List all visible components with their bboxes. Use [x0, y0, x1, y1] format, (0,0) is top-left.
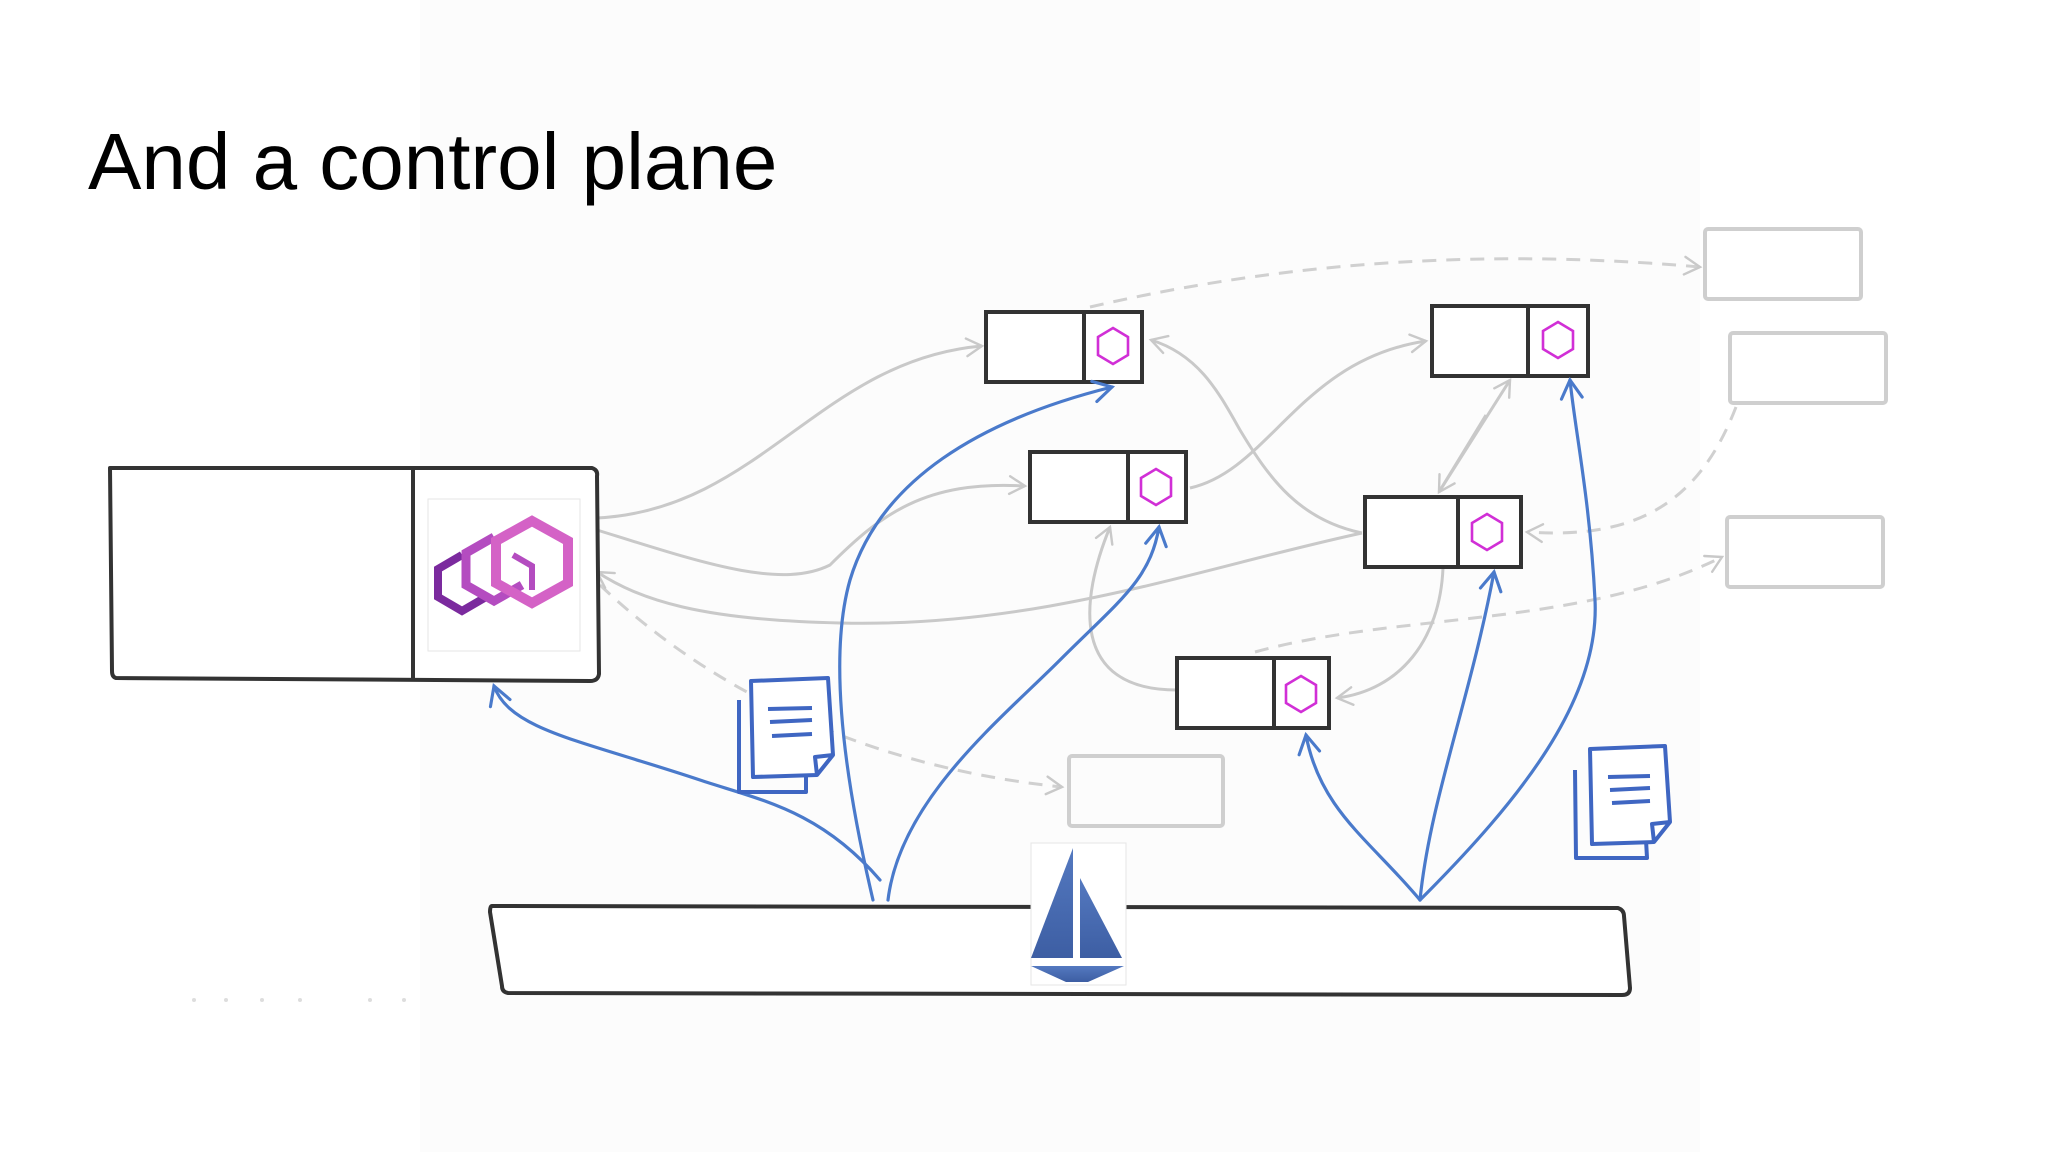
- service-with-sidecar: [1028, 450, 1188, 524]
- config-arrow: [886, 523, 1168, 902]
- service-box: [1430, 304, 1590, 378]
- service-box: [1175, 656, 1331, 730]
- service-box: [1028, 450, 1188, 524]
- document-stack-icon: [1573, 744, 1672, 860]
- control-plane: [488, 842, 1632, 997]
- external-endpoint: [1725, 515, 1885, 589]
- traffic-arrow: [596, 337, 985, 520]
- ingress-gateway: [108, 466, 601, 683]
- egress-arrow: [1524, 406, 1738, 544]
- config-arrow: [838, 379, 1116, 902]
- hexagon-icon: [1470, 512, 1504, 552]
- hexagon-icon: [1284, 674, 1318, 714]
- service-box: [984, 310, 1144, 384]
- external-endpoint: [1703, 227, 1863, 301]
- service-traffic: [594, 333, 1512, 706]
- egress-arrow: [1254, 554, 1725, 654]
- config-arrow: [1297, 731, 1422, 902]
- traffic-arrow: [1088, 524, 1178, 692]
- service-with-sidecar: [984, 310, 1144, 384]
- traffic-arrow: [594, 531, 1363, 625]
- external-endpoints: [1067, 227, 1888, 828]
- egress-arrow: [1089, 255, 1703, 309]
- hexagon-icon: [1541, 320, 1575, 360]
- document-stack-icon: [737, 676, 835, 794]
- config-arrow: [1418, 376, 1597, 902]
- traffic-arrow: [1148, 334, 1363, 535]
- envoy-logo-frame: [427, 498, 581, 652]
- config-arrow: [1418, 568, 1503, 902]
- service-with-sidecar: [1363, 495, 1523, 569]
- hexagon-icon: [1096, 326, 1130, 366]
- external-endpoint: [1067, 754, 1225, 828]
- slide-title: And a control plane: [88, 117, 778, 206]
- istio-sail-icon: [1031, 848, 1124, 982]
- envoy-logo-icon: [434, 515, 573, 616]
- config-arrow: [488, 683, 882, 882]
- control-plane-config-flows: [488, 376, 1597, 902]
- traffic-arrow: [596, 475, 1028, 577]
- traffic-arrow: [1189, 333, 1429, 490]
- service-box: [1363, 495, 1523, 569]
- external-endpoint: [1728, 331, 1888, 405]
- service-with-sidecar: [1175, 656, 1331, 730]
- traffic-arrow: [1334, 567, 1445, 706]
- hexagon-icon: [1139, 467, 1173, 507]
- istio-logo-frame: [1030, 842, 1127, 986]
- decorative-dots: [192, 998, 406, 1002]
- service-with-sidecar: [1430, 304, 1590, 378]
- traffic-arrow: [1437, 377, 1512, 493]
